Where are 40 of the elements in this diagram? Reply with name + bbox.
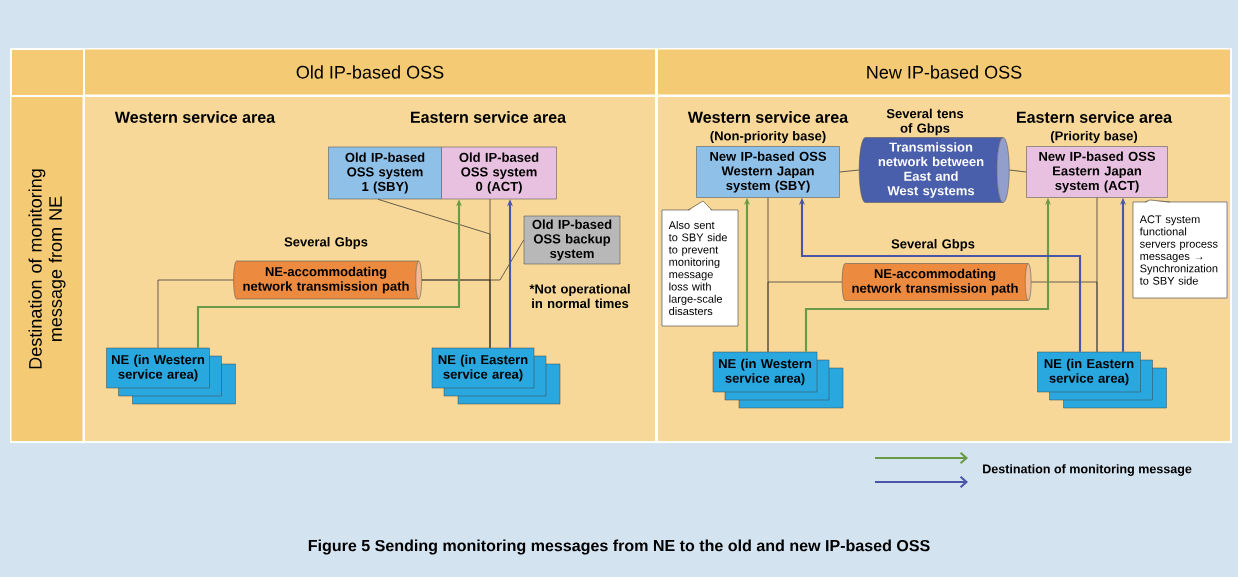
system-box: New IP-based OSS Eastern Japan system (ACT) <box>1026 146 1168 198</box>
transmission-cylinder: Transmission network between East and West systems <box>858 137 1010 203</box>
annotation-text: Several tens of Gbps <box>886 108 964 136</box>
area-heading: (Priority base) <box>1050 130 1138 144</box>
node-label: NE (in Western <box>112 354 205 367</box>
annotation-text: Several Gbps <box>891 238 975 252</box>
system-box: Old IP-based OSS backup system <box>523 215 621 265</box>
transmission-cylinder: NE-accommodating network transmission path <box>841 263 1032 301</box>
area-heading: Western service area <box>687 111 849 123</box>
callout-box: ACT system functional servers process messages → Synchronization to SBY side <box>1132 199 1228 299</box>
area-heading: Eastern service area <box>1017 111 1173 123</box>
connector-line <box>421 239 525 281</box>
connector-line <box>839 169 860 173</box>
system-box: Old IP-based OSS system 0 (ACT) <box>441 146 557 200</box>
system-box: New IP-based OSS Western Japan system (SBY) <box>696 146 840 198</box>
column-header: Old IP-based OSS <box>85 49 655 95</box>
connector-line <box>1031 281 1098 353</box>
annotation-text: Several Gbps <box>284 236 368 250</box>
callout-box: Also sent to SBY side to prevent monitoring message loss with large-scale disasters <box>661 200 739 327</box>
network-element-stack: NE (in Eastern service area) <box>1037 351 1167 409</box>
area-heading: Eastern service area <box>411 111 567 123</box>
connector-line <box>157 279 234 349</box>
connector-line <box>767 281 843 353</box>
connector-line <box>489 198 491 349</box>
row-header: Destination of monitoring message from NE <box>11 97 83 441</box>
area-heading: (Non-priority base) <box>710 130 826 144</box>
node-label: NE (in Eastern <box>438 354 528 367</box>
network-element-stack: NE (in Eastern service area) <box>431 347 561 405</box>
area-heading: Western service area <box>114 111 276 123</box>
node-label: Destination of monitoring message from NE <box>28 169 66 369</box>
node-label: Old IP-based OSS <box>296 65 444 79</box>
network-element-stack: NE (in Western service area) <box>712 351 844 409</box>
system-box: Old IP-based OSS system 1 (SBY) <box>328 146 442 200</box>
caption: Figure 5 Sending monitoring messages from NE to the old and new IP-based OSS <box>308 539 930 555</box>
legend-text: Destination of monitoring message <box>983 464 1192 476</box>
connector-line <box>1009 169 1027 173</box>
annotation-text: *Not operational in normal times <box>529 283 630 309</box>
network-element-stack: NE (in Western service area) <box>106 347 236 405</box>
transmission-cylinder: NE-accommodating network transmission path <box>233 260 422 300</box>
column-header: New IP-based OSS <box>658 49 1230 95</box>
